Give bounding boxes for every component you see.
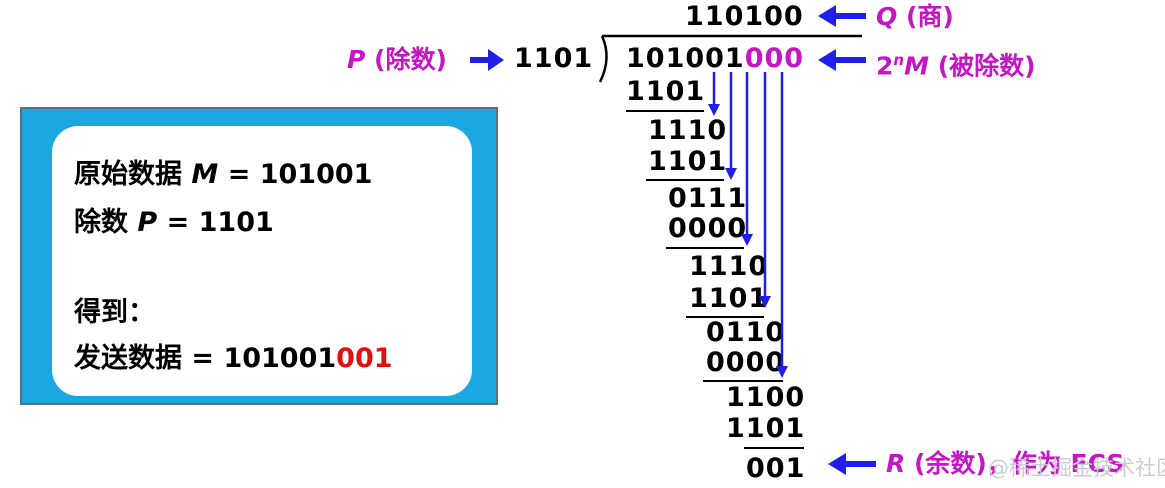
watermark-text: @稀土掘金技术社区 (988, 456, 1165, 480)
divisor-label: P (除数) (347, 45, 447, 74)
dividend-zeros: 000 (744, 43, 805, 74)
divisor-arrow-icon (470, 47, 506, 77)
arrow-down-icon (708, 104, 720, 116)
remainder-label: R (余数)，作为 FCS (886, 449, 1125, 478)
divisor-line: 除数 P = 1101 (74, 207, 274, 238)
step-row: 1101 (648, 146, 728, 177)
arrow-down-icon (776, 366, 788, 378)
step-underline (666, 247, 744, 249)
quotient-arrow-icon (818, 3, 868, 33)
send-data-line: 发送数据 = 101001001 (74, 343, 393, 374)
result-heading: 得到： (74, 297, 155, 328)
step-underline (703, 380, 783, 382)
step-row: 0110 (706, 317, 786, 348)
step-row: 1100 (726, 382, 806, 413)
arrow-down-icon (725, 168, 737, 180)
quotient-value: 110100 (685, 1, 804, 32)
step-underline (686, 316, 764, 318)
quotient-label: Q (商) (876, 2, 954, 31)
arrow-down-icon (741, 234, 753, 246)
remainder-value: 001 (746, 453, 806, 484)
dividend-label: 2nM (被除数) (876, 51, 1036, 81)
step-row: 1101 (726, 413, 806, 444)
divisor-value: 1101 (514, 43, 594, 74)
arrow-down-icon (759, 296, 771, 308)
step-row: 1110 (648, 115, 728, 146)
step-row: 0000 (706, 347, 786, 378)
step-row: 1101 (626, 76, 706, 107)
step-underline (626, 110, 704, 112)
step-row: 1101 (689, 283, 769, 314)
step-row: 0000 (668, 213, 748, 244)
original-data-line: 原始数据 M = 101001 (74, 159, 373, 190)
step-underline (646, 179, 724, 181)
dividend-value: 101001000 (626, 42, 804, 76)
step-row: 1110 (689, 251, 769, 282)
bring-down-arrows (708, 72, 788, 378)
dividend-arrow-icon (818, 47, 868, 77)
dividend-data: 101001 (626, 43, 745, 74)
remainder-arrow-icon (828, 451, 878, 481)
summary-panel: 原始数据 M = 101001 除数 P = 1101 得到： 发送数据 = 1… (20, 107, 498, 405)
step-row: 0111 (668, 183, 748, 214)
division-bracket (598, 34, 862, 83)
step-underline (744, 447, 804, 449)
summary-card: 原始数据 M = 101001 除数 P = 1101 得到： 发送数据 = 1… (52, 126, 472, 396)
